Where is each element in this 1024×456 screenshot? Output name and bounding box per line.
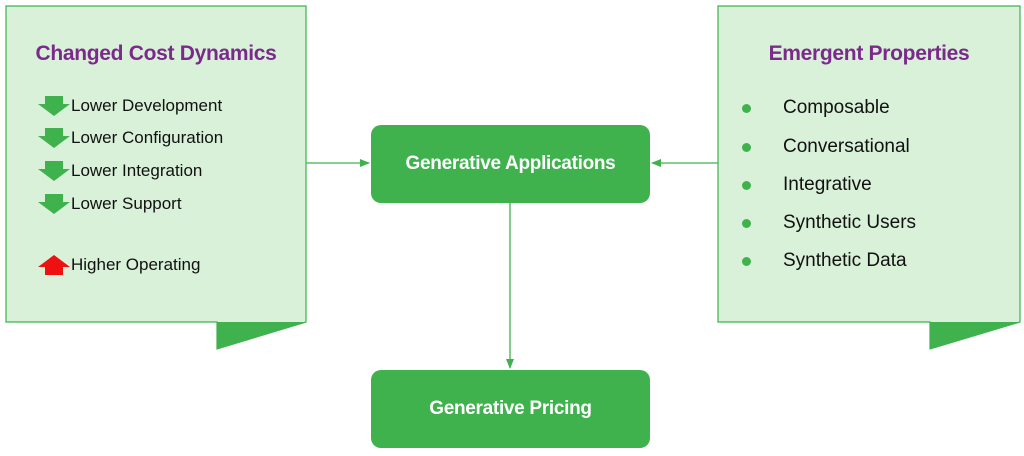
property-item-label: Composable [783,97,890,118]
cost-item-label: Higher Operating [71,255,201,274]
down-arrow-icon [38,94,70,118]
cost-item-integration: Lower Integration [38,159,202,183]
generative-applications-node: Generative Applications [371,125,650,203]
down-arrow-icon [38,192,70,216]
property-item-label: Conversational [783,136,910,157]
property-item-conversational: Conversational [742,134,910,160]
left-note-fold [217,322,306,349]
property-item-label: Synthetic Users [783,212,917,233]
property-item-synthetic-data: Synthetic Data [742,248,907,274]
right-panel-title: Emergent Properties [768,42,970,65]
property-item-integrative: Integrative [742,172,872,198]
property-item-label: Integrative [783,174,872,195]
bullet-icon [742,142,751,152]
left-panel-title: Changed Cost Dynamics [35,42,277,65]
cost-item-support: Lower Support [38,192,182,216]
cost-item-label: Lower Integration [71,161,203,180]
bullet-icon [742,256,751,266]
down-arrow-icon [38,126,70,150]
property-item-composable: Composable [742,95,890,121]
cost-item-development: Lower Development [38,94,222,118]
bullet-icon [742,218,751,228]
down-arrow-icon [38,159,70,183]
cost-item-label: Lower Support [71,194,182,213]
right-note-fold [930,322,1020,349]
generative-applications-label: Generative Applications [405,153,616,174]
bullet-icon [742,180,751,190]
cost-item-operating: Higher Operating [38,253,200,277]
property-item-label: Synthetic Data [783,250,907,271]
cost-item-label: Lower Configuration [71,128,224,147]
cost-item-label: Lower Development [71,96,223,115]
bullet-icon [742,103,751,113]
generative-pricing-label: Generative Pricing [429,398,592,419]
generative-pricing-node: Generative Pricing [371,370,650,448]
property-item-synthetic-users: Synthetic Users [742,210,916,236]
cost-item-configuration: Lower Configuration [38,126,223,150]
up-arrow-icon [38,253,70,277]
